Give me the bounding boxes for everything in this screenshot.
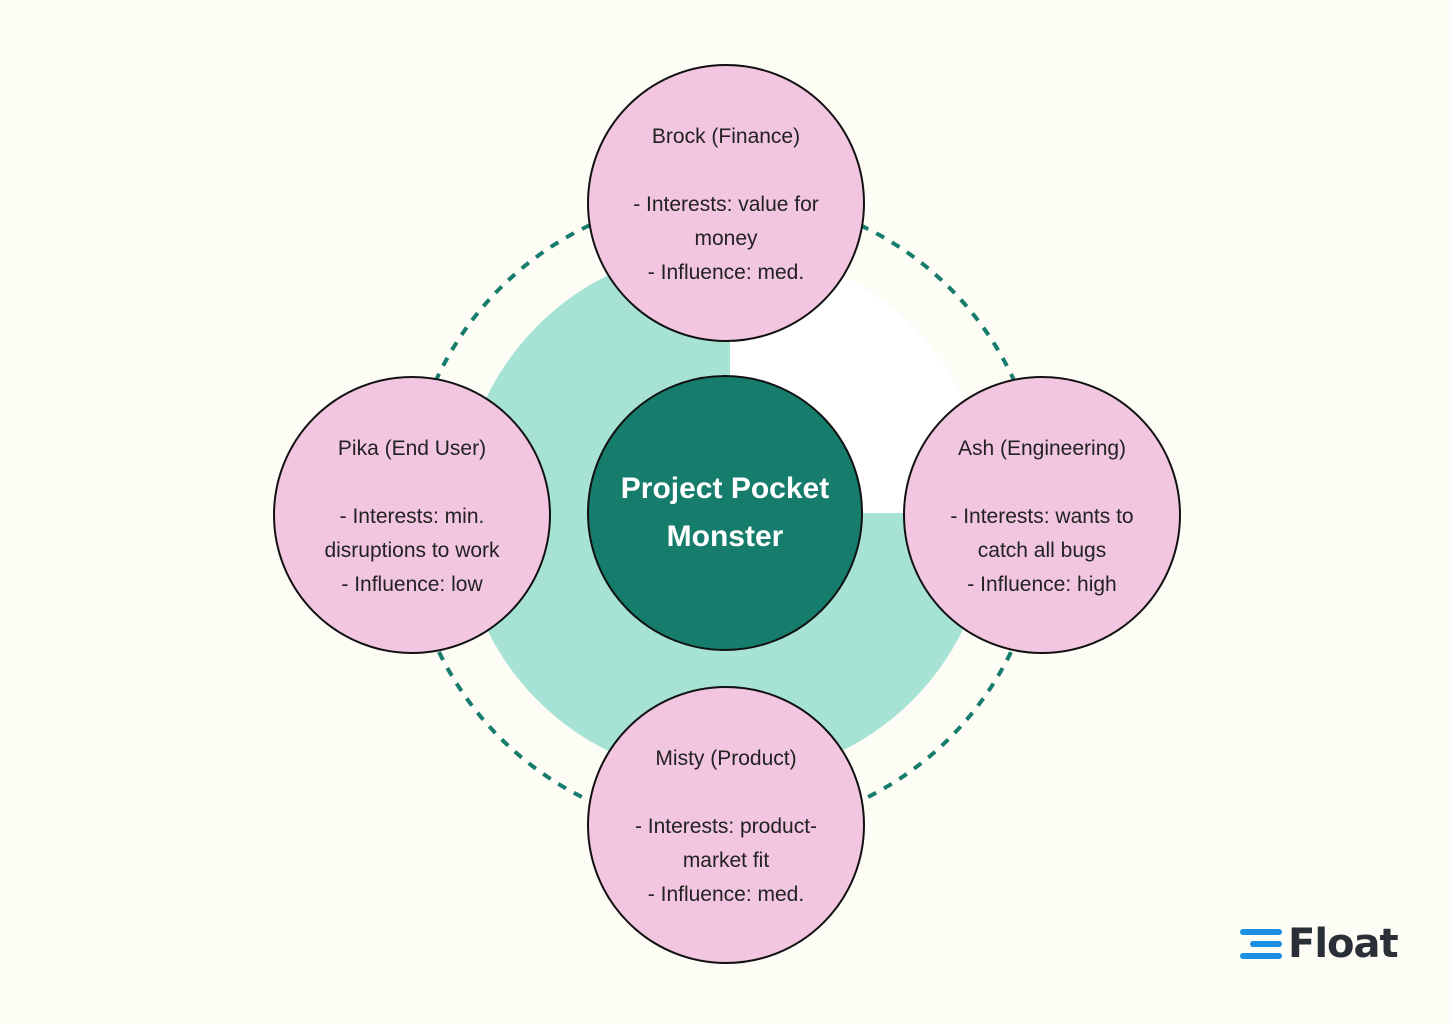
stakeholder-detail: - Influence: med. [647,261,805,284]
stakeholder-title: Brock (Finance) [651,125,801,148]
project-center-node: Project Pocket Monster [587,375,863,651]
project-title-line-1: Project Pocket [620,472,830,505]
stakeholder-detail: catch all bugs [977,539,1107,562]
stakeholder-node-product: Misty (Product) - Interests: product- ma… [587,686,865,964]
stakeholder-detail: - Interests: value for [633,193,819,216]
stakeholder-detail: - Influence: high [967,573,1117,596]
stakeholder-title: Ash (Engineering) [957,437,1127,460]
stakeholder-detail: money [694,227,758,250]
stakeholder-node-finance: Brock (Finance) - Interests: value for m… [587,64,865,342]
stakeholder-detail: - Interests: wants to [950,505,1134,528]
float-logo: Float [1240,920,1399,968]
stakeholder-detail: - Influence: med. [647,883,805,906]
stakeholder-node-engineering: Ash (Engineering) - Interests: wants to … [903,376,1181,654]
stakeholder-detail: disruptions to work [324,539,500,562]
project-title-line-2: Monster [666,520,784,553]
stakeholder-detail: - Interests: min. [339,505,485,528]
float-logo-icon [1240,925,1282,963]
stakeholder-title: Misty (Product) [655,747,797,770]
stakeholder-detail: - Influence: low [341,573,483,596]
stakeholder-detail: market fit [682,849,770,872]
float-logo-text: Float [1288,921,1399,967]
stakeholder-node-end-user: Pika (End User) - Interests: min. disrup… [273,376,551,654]
stakeholder-detail: - Interests: product- [634,815,818,838]
stakeholder-title: Pika (End User) [337,437,487,460]
